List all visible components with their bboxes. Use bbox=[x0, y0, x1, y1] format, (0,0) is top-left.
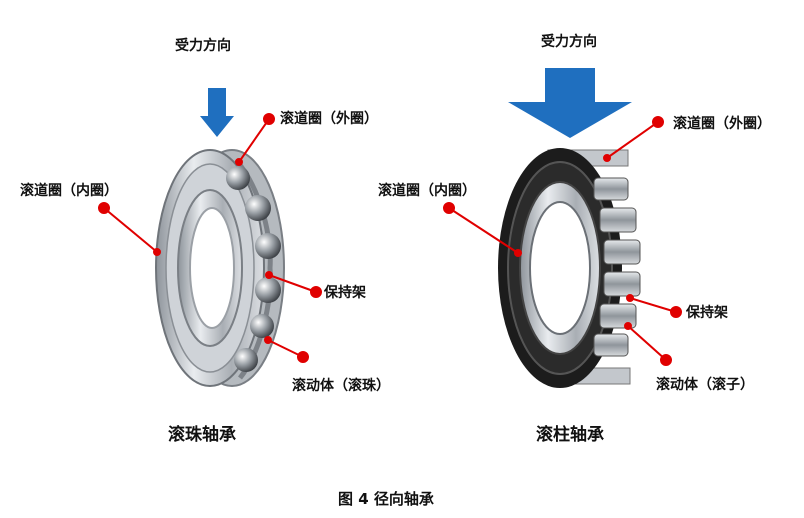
roller bbox=[599, 207, 637, 233]
figure-caption: 图 4 径向轴承 bbox=[338, 490, 434, 508]
left-cage bbox=[234, 158, 273, 380]
left-cage-label: 保持架 bbox=[324, 285, 366, 301]
left-rolling-label: 滚动体（滚珠） bbox=[292, 378, 390, 394]
right-inner-ring-label: 滚道圈（内圈） bbox=[378, 183, 476, 199]
roller-bearing bbox=[498, 68, 641, 388]
right-force-label: 受力方向 bbox=[541, 34, 597, 50]
left-inner-ring-label: 滚道圈（内圈） bbox=[20, 183, 118, 199]
ball-bearing bbox=[155, 88, 285, 387]
left-outer-ring-label: 滚道圈（外圈） bbox=[280, 111, 378, 127]
ball bbox=[255, 277, 281, 303]
roller bbox=[593, 333, 629, 357]
right-caption: 滚柱轴承 bbox=[536, 425, 604, 445]
roller bbox=[599, 303, 637, 329]
right-outer-ring-label: 滚道圈（外圈） bbox=[673, 116, 771, 132]
right-rolling-label: 滚动体（滚子） bbox=[656, 377, 754, 393]
ball bbox=[234, 348, 258, 372]
ball bbox=[245, 195, 271, 221]
left-force-arrow bbox=[200, 88, 234, 137]
roller bbox=[593, 177, 629, 201]
left-caption: 滚珠轴承 bbox=[168, 425, 236, 445]
roller bbox=[603, 239, 641, 265]
right-bore bbox=[529, 201, 591, 335]
ball bbox=[250, 314, 274, 338]
left-force-label: 受力方向 bbox=[175, 38, 231, 54]
left-bore bbox=[189, 207, 235, 329]
right-cage-label: 保持架 bbox=[686, 305, 728, 321]
roller bbox=[603, 271, 641, 297]
ball bbox=[226, 166, 250, 190]
right-force-arrow bbox=[508, 68, 632, 138]
ball bbox=[255, 233, 281, 259]
leader-lines bbox=[98, 113, 682, 366]
